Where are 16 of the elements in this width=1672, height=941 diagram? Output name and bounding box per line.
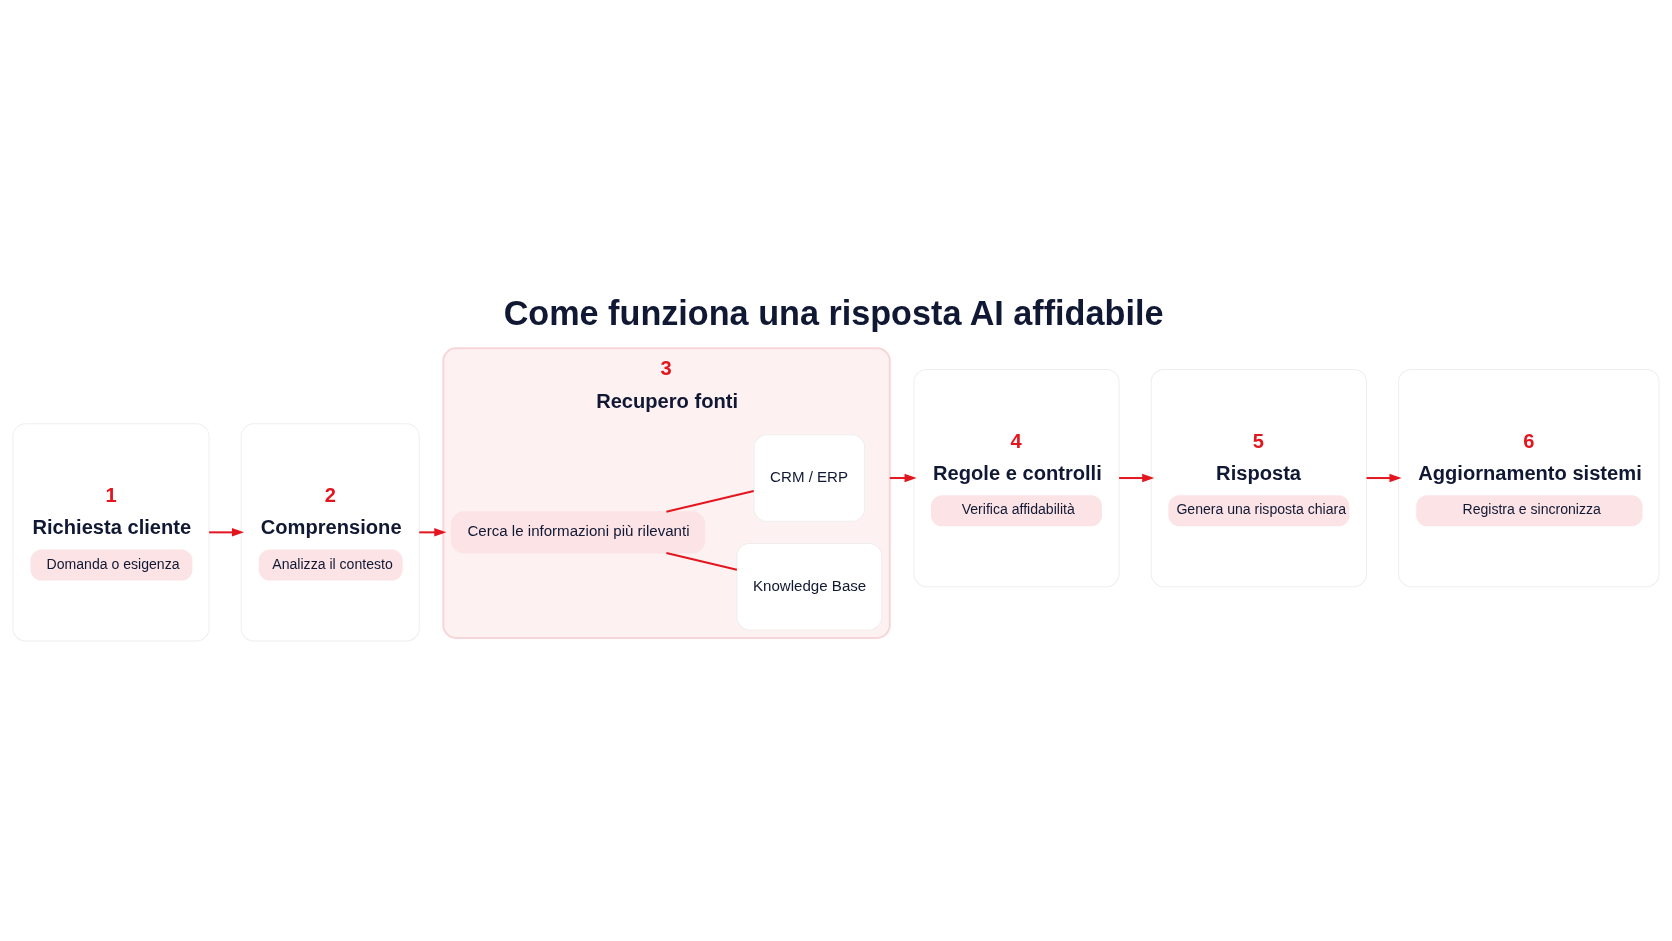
node-box: CRM / ERP [753, 434, 866, 522]
arrow [1366, 473, 1402, 483]
connector [666, 490, 754, 513]
node-box: 1 Richiesta cliente Domanda o esigenza [12, 423, 210, 642]
diagram-title: Come funziona una risposta AI affidabile [503, 294, 1164, 333]
node-box: 2 Comprensione Analizza il contesto [240, 423, 420, 642]
node-box: 4 Regole e controlli Verifica affidabilità [913, 368, 1120, 588]
arrow [209, 528, 245, 537]
node-box: 5 Risposta Genera una risposta chiara [1150, 368, 1367, 588]
arrow [419, 528, 447, 537]
arrow [1119, 473, 1155, 483]
connector [666, 552, 738, 571]
arrow [889, 473, 917, 483]
node-box: Knowledge Base [736, 542, 883, 631]
node-box: 6 Aggiornamento sistemi Registra e sincronizza [1398, 368, 1660, 588]
node-box: Cerca le informazioni più rilevanti [450, 511, 706, 554]
